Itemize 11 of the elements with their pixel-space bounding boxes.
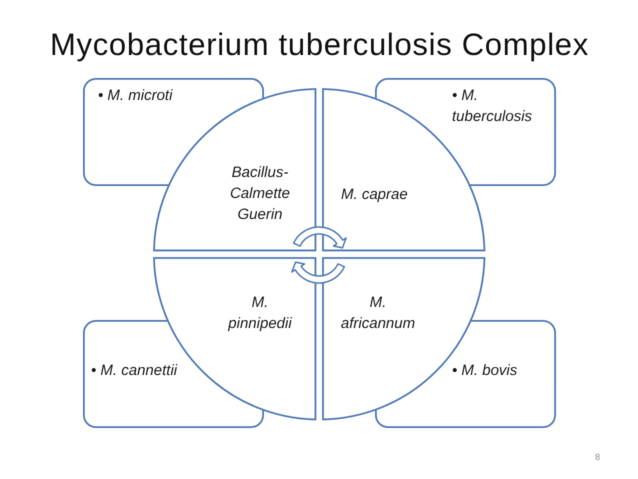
page-number: 8 [595, 452, 600, 463]
bullet-item: • M. bovis [452, 361, 518, 381]
bullet-item: • M. microti [98, 86, 174, 106]
organism-name: Bacillus-Calmette Guerin [228, 162, 291, 225]
bullet-item: • M. tuberculosis [452, 86, 534, 127]
circle-quadrant [322, 258, 484, 419]
organism-name: M. pinnipedii [227, 293, 293, 334]
slide-title: Mycobacterium tuberculosis Complex [50, 27, 589, 63]
organism-name: M. africannum [340, 293, 416, 334]
bullet-item: • M. cannettii [91, 361, 178, 381]
organism-name: M. caprae [341, 184, 409, 205]
